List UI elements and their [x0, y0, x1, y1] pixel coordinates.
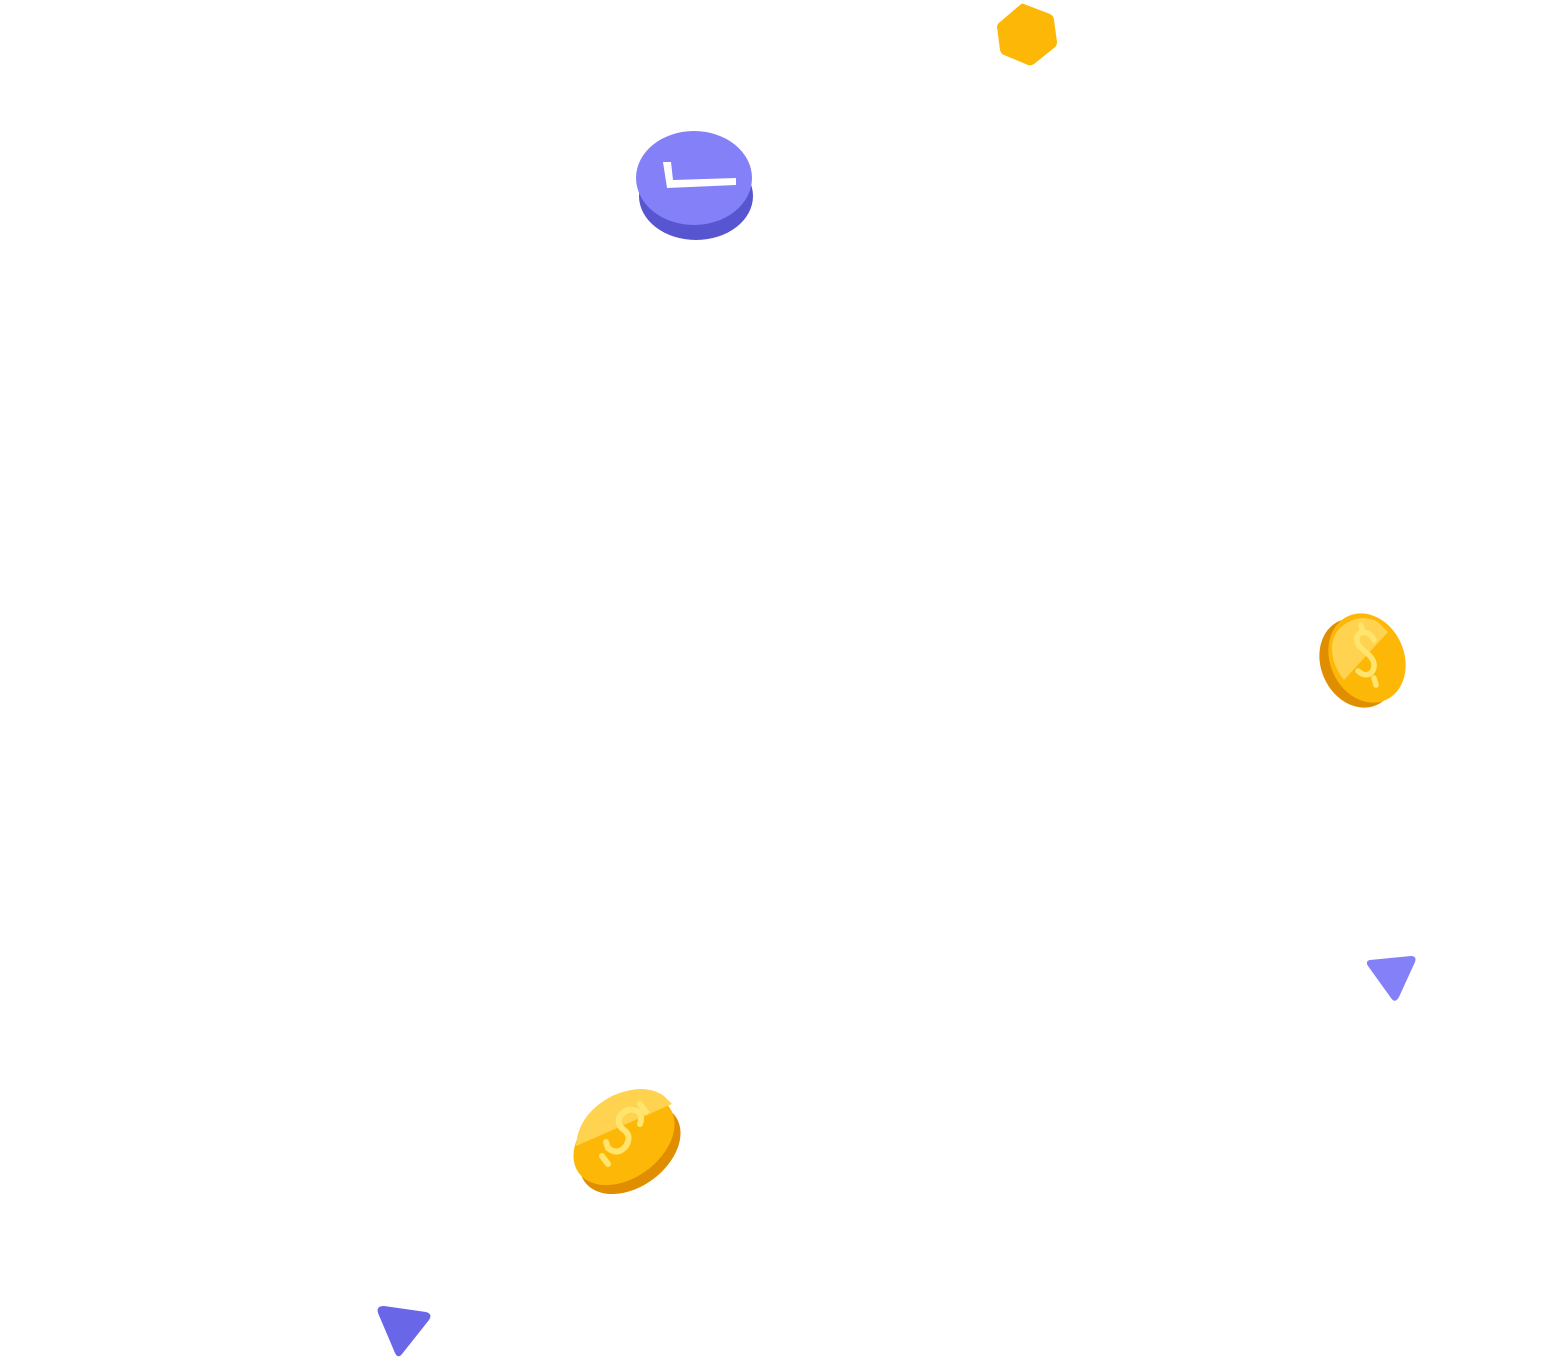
- clock-icon: [636, 131, 753, 240]
- triangle-icon: [1366, 956, 1416, 1001]
- dollar-coin-icon: [1319, 613, 1406, 708]
- dollar-coin-icon: [573, 1089, 681, 1195]
- triangle-icon: [377, 1306, 431, 1357]
- hexagon-icon: [997, 3, 1057, 66]
